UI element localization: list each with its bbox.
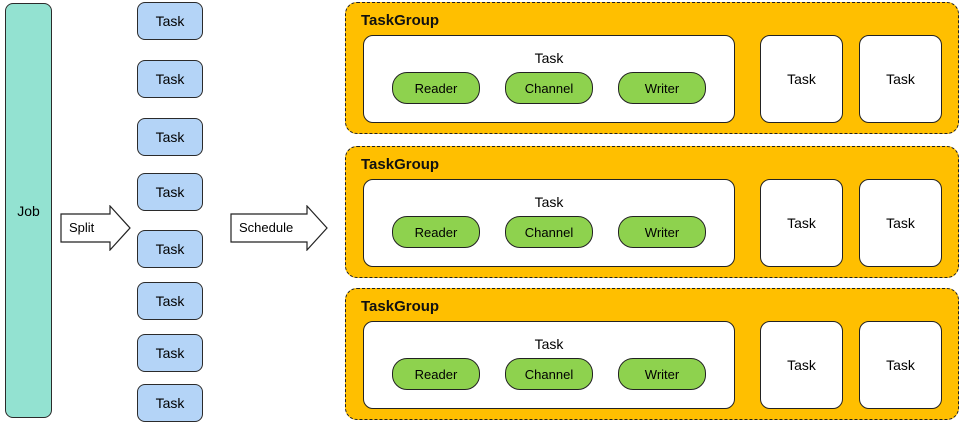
task-label: Task — [787, 215, 816, 231]
task-label: Task — [886, 357, 915, 373]
split-task-label: Task — [155, 293, 185, 309]
reader-component: Reader — [392, 216, 480, 248]
task-group-title: TaskGroup — [361, 298, 440, 315]
split-arrow — [60, 205, 131, 251]
task-group: TaskGroup Task Reader Channel Writer Tas… — [345, 146, 959, 278]
channel-component: Channel — [505, 72, 593, 104]
channel-component: Channel — [505, 216, 593, 248]
task-group-title: TaskGroup — [361, 12, 440, 29]
split-task-label: Task — [155, 129, 185, 145]
task-label: Task — [886, 71, 915, 87]
task-label: Task — [787, 357, 816, 373]
split-task: Task — [137, 282, 203, 320]
writer-component: Writer — [618, 358, 706, 390]
task-label: Task — [787, 71, 816, 87]
split-task-label: Task — [155, 13, 185, 29]
main-task-label: Task — [534, 50, 564, 66]
task-label: Task — [886, 215, 915, 231]
schedule-arrow — [230, 205, 328, 251]
channel-component: Channel — [505, 358, 593, 390]
job-label: Job — [17, 202, 40, 219]
task-group: TaskGroup Task Reader Channel Writer Tas… — [345, 2, 959, 134]
split-label: Split — [69, 220, 95, 235]
split-task: Task — [137, 173, 203, 211]
writer-component: Writer — [618, 216, 706, 248]
split-task-label: Task — [155, 345, 185, 361]
schedule-label: Schedule — [239, 220, 294, 235]
main-task-label: Task — [534, 336, 564, 352]
task-group-task: Task — [859, 321, 942, 409]
split-task: Task — [137, 2, 203, 40]
task-group-task: Task — [760, 179, 843, 267]
task-group-task: Task — [760, 321, 843, 409]
split-task: Task — [137, 118, 203, 156]
split-task-label: Task — [155, 71, 185, 87]
split-task: Task — [137, 384, 203, 422]
job-node: Job — [5, 3, 52, 418]
reader-component: Reader — [392, 72, 480, 104]
task-group-task: Task — [859, 35, 942, 123]
task-group: TaskGroup Task Reader Channel Writer Tas… — [345, 288, 959, 420]
reader-component: Reader — [392, 358, 480, 390]
task-group-title: TaskGroup — [361, 156, 440, 173]
main-task-label: Task — [534, 194, 564, 210]
split-task-label: Task — [155, 241, 185, 257]
task-group-main-task: Task Reader Channel Writer — [363, 321, 735, 409]
task-group-task: Task — [760, 35, 843, 123]
task-group-task: Task — [859, 179, 942, 267]
split-task: Task — [137, 334, 203, 372]
split-task: Task — [137, 60, 203, 98]
split-task-label: Task — [155, 395, 185, 411]
writer-component: Writer — [618, 72, 706, 104]
split-task: Task — [137, 230, 203, 268]
task-group-main-task: Task Reader Channel Writer — [363, 35, 735, 123]
split-task-label: Task — [155, 184, 185, 200]
task-group-main-task: Task Reader Channel Writer — [363, 179, 735, 267]
